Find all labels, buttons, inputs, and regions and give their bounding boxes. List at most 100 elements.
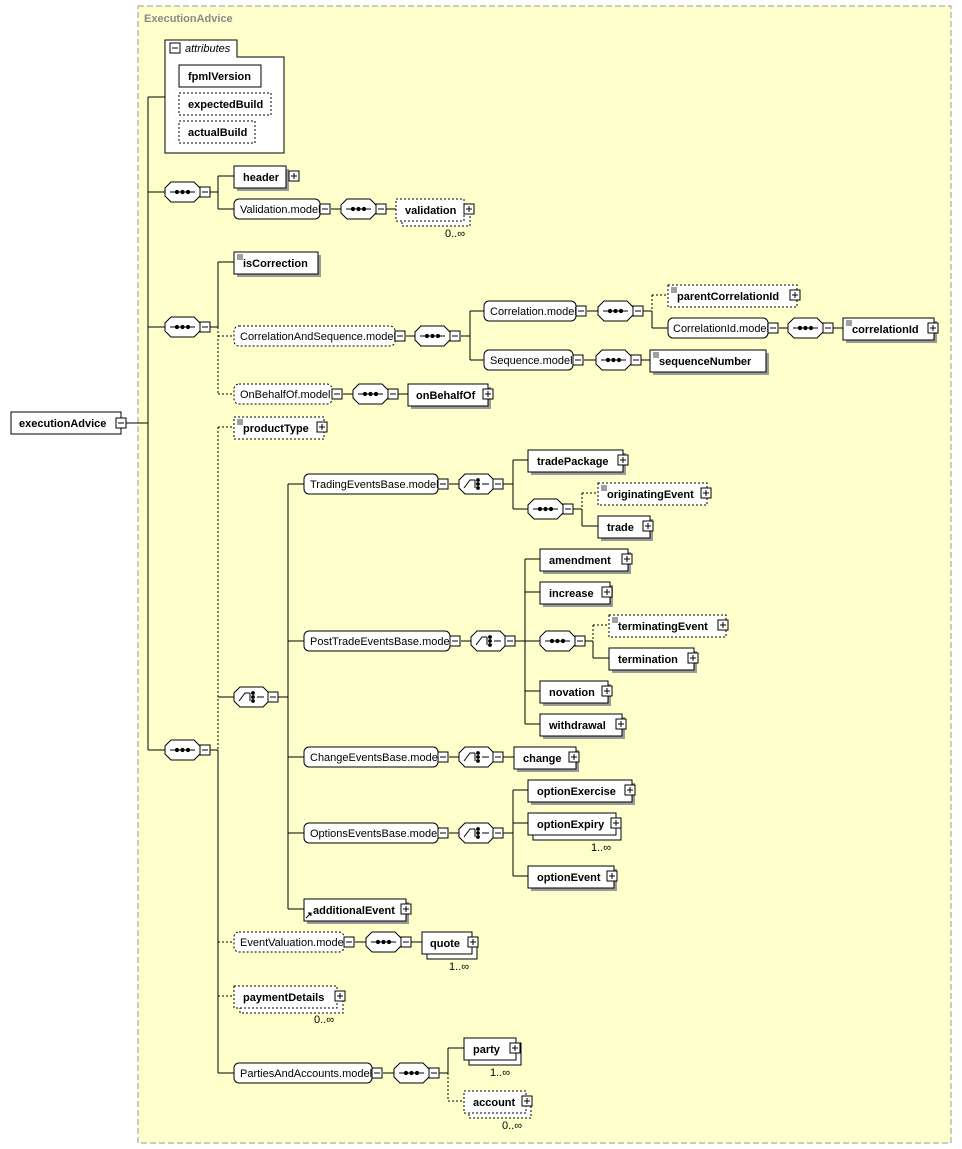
element-terminatingEvent[interactable]: terminatingEvent — [608, 614, 729, 638]
attribute-label: actualBuild — [188, 127, 247, 139]
cardinality: 1..∞ — [449, 961, 469, 973]
cardinality: 0..∞ — [502, 1120, 522, 1132]
element-paymentDetails[interactable]: paymentDetails 0..∞ — [233, 985, 346, 1026]
element-additionalEvent[interactable]: additionalEvent — [303, 898, 412, 924]
group-options-events-model[interactable]: OptionsEventsBase.model — [303, 822, 449, 844]
group-event-valuation-model[interactable]: EventValuation.model — [233, 931, 355, 953]
sequence-compositor-icon[interactable] — [365, 931, 412, 953]
group-references: Validation.model CorrelationAndSequence.… — [233, 198, 779, 1084]
group-onbehalfof-model[interactable]: OnBehalfOf.model — [233, 383, 343, 405]
sequence-compositor-icon[interactable] — [164, 316, 211, 338]
svg-text:OnBehalfOf.model: OnBehalfOf.model — [240, 389, 331, 401]
attribute-actualBuild[interactable] — [178, 120, 256, 144]
element-novation[interactable]: novation — [539, 680, 613, 706]
sequence-compositor-icon[interactable] — [393, 1062, 440, 1084]
choice-compositor-icon[interactable] — [233, 686, 279, 708]
svg-text:PostTradeEventsBase.model: PostTradeEventsBase.model — [310, 636, 452, 648]
choice-compositor-icon[interactable] — [458, 473, 504, 495]
group-correlation-model[interactable]: Correlation.model — [483, 300, 587, 322]
element-amendment[interactable]: amendment — [539, 548, 633, 574]
element-optionEvent[interactable]: optionEvent — [527, 865, 618, 891]
element-optionExercise[interactable]: optionExercise — [527, 779, 636, 805]
svg-text:productType: productType — [243, 423, 309, 435]
element-onBehalfOf[interactable]: onBehalfOf — [407, 383, 494, 409]
svg-text:withdrawal: withdrawal — [548, 720, 606, 732]
element-sequenceNumber[interactable]: sequenceNumber — [649, 349, 769, 375]
cardinality: 0..∞ — [445, 228, 465, 240]
svg-text:OptionsEventsBase.model: OptionsEventsBase.model — [310, 828, 440, 840]
attributes-heading: attributes — [185, 43, 231, 55]
sequence-compositor-icon[interactable] — [164, 181, 211, 203]
svg-text:CorrelationId.model: CorrelationId.model — [673, 323, 769, 335]
element-productType[interactable]: productType — [233, 416, 328, 440]
svg-text:additionalEvent: additionalEvent — [313, 905, 395, 917]
sequence-compositor-icon[interactable] — [597, 300, 644, 322]
element-parentCorrelationId[interactable]: parentCorrelationId — [667, 284, 801, 308]
element-isCorrection[interactable]: isCorrection — [233, 251, 321, 277]
group-trading-events-model[interactable]: TradingEventsBase.model — [303, 473, 449, 495]
element-header[interactable]: header — [233, 165, 300, 191]
svg-text:header: header — [243, 172, 280, 184]
element-party[interactable]: party 1..∞ — [463, 1037, 522, 1079]
connectors — [126, 96, 843, 1074]
svg-text:optionExpiry: optionExpiry — [537, 819, 605, 831]
group-correlationid-model[interactable]: CorrelationId.model — [667, 317, 779, 339]
svg-text:paymentDetails: paymentDetails — [243, 992, 324, 1004]
sequence-compositor-icon[interactable] — [414, 325, 461, 347]
sequence-compositor-icon[interactable] — [352, 383, 399, 405]
element-correlationId[interactable]: correlationId — [842, 317, 939, 343]
svg-text:onBehalfOf: onBehalfOf — [416, 390, 476, 402]
choice-compositor-icon[interactable] — [470, 630, 516, 652]
svg-text:PartiesAndAccounts.model: PartiesAndAccounts.model — [240, 1068, 372, 1080]
svg-text:amendment: amendment — [549, 555, 611, 567]
group-validation-model[interactable]: Validation.model — [233, 198, 331, 220]
compositors — [164, 181, 834, 1084]
svg-text:optionEvent: optionEvent — [537, 872, 601, 884]
group-change-events-model[interactable]: ChangeEventsBase.model — [303, 746, 449, 768]
elements: header validation 0..∞ isCorrection pare… — [233, 165, 939, 1132]
group-parties-and-accounts-model[interactable]: PartiesAndAccounts.model — [233, 1062, 383, 1084]
svg-text:Sequence.model: Sequence.model — [490, 355, 573, 367]
svg-text:ChangeEventsBase.model: ChangeEventsBase.model — [310, 752, 440, 764]
group-correlation-and-sequence-model[interactable]: CorrelationAndSequence.model — [233, 325, 406, 347]
element-originatingEvent[interactable]: originatingEvent — [597, 482, 712, 506]
element-optionExpiry[interactable]: optionExpiry 1..∞ — [527, 812, 622, 854]
element-validation[interactable]: validation 0..∞ — [395, 198, 475, 240]
element-termination[interactable]: termination — [608, 647, 699, 673]
group-post-trade-events-model[interactable]: PostTradeEventsBase.model — [303, 630, 461, 652]
sequence-compositor-icon[interactable] — [595, 349, 642, 371]
sequence-compositor-icon[interactable] — [164, 739, 211, 761]
svg-text:quote: quote — [430, 938, 460, 950]
sequence-compositor-icon[interactable] — [527, 498, 574, 520]
attribute-label: fpmlVersion — [188, 71, 251, 83]
execution-advice-frame — [137, 5, 952, 1144]
element-increase[interactable]: increase — [539, 581, 613, 607]
element-tradePackage[interactable]: tradePackage — [527, 449, 629, 475]
choice-compositor-icon[interactable] — [458, 822, 504, 844]
svg-text:account: account — [473, 1097, 516, 1109]
attribute-fpmlVersion[interactable] — [178, 64, 262, 88]
svg-text:novation: novation — [549, 687, 595, 699]
attribute-expectedBuild[interactable] — [178, 92, 272, 116]
sequence-compositor-icon[interactable] — [787, 317, 834, 339]
svg-text:CorrelationAndSequence.model: CorrelationAndSequence.model — [240, 331, 396, 343]
svg-text:optionExercise: optionExercise — [537, 786, 616, 798]
element-trade[interactable]: trade — [597, 515, 654, 541]
group-sequence-model[interactable]: Sequence.model — [483, 349, 584, 371]
element-withdrawal[interactable]: withdrawal — [539, 713, 627, 739]
svg-text:tradePackage: tradePackage — [537, 456, 609, 468]
sequence-compositor-icon[interactable] — [340, 198, 387, 220]
attribute-label: expectedBuild — [188, 99, 263, 111]
svg-text:terminatingEvent: terminatingEvent — [618, 621, 708, 633]
element-change[interactable]: change — [513, 746, 580, 772]
root-element-executionAdvice[interactable]: executionAdvice — [10, 411, 127, 435]
choice-compositor-icon[interactable] — [458, 746, 504, 768]
svg-text:correlationId: correlationId — [852, 324, 919, 336]
element-account[interactable]: account 0..∞ — [463, 1090, 533, 1132]
attributes-group: attributes fpmlVersion expectedBuild act… — [164, 39, 285, 154]
sequence-compositor-icon[interactable] — [539, 630, 586, 652]
svg-text:validation: validation — [405, 205, 457, 217]
element-quote[interactable]: quote 1..∞ — [421, 931, 479, 973]
cardinality: 0..∞ — [314, 1014, 334, 1026]
